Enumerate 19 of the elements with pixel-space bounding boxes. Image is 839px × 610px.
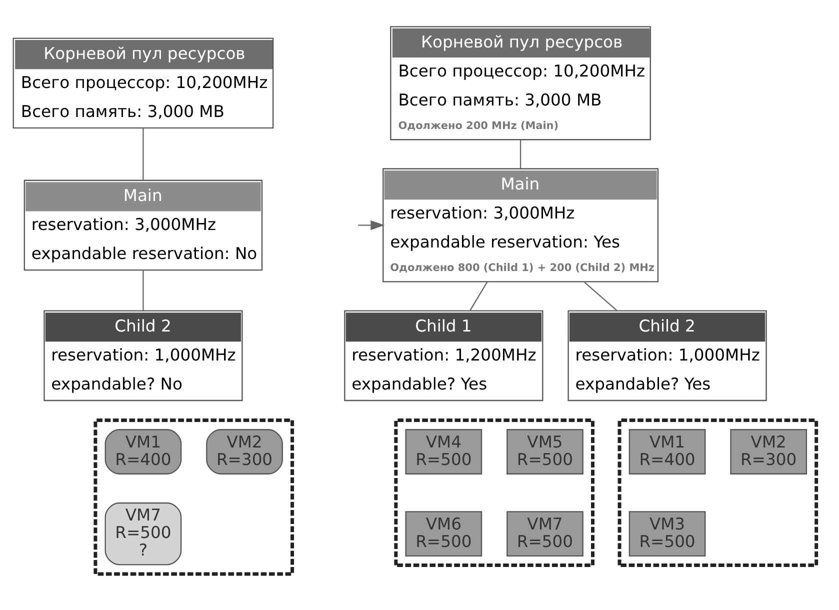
node-box: VM7 R=500 <box>506 511 584 557</box>
connector <box>584 281 618 311</box>
cluster <box>94 418 294 576</box>
node-box: VM7 R=500 ? <box>104 502 182 566</box>
connector <box>470 282 488 311</box>
node-box: VM2 R=300 <box>206 429 283 474</box>
cluster <box>394 418 594 568</box>
node-box: VM4 R=500 <box>405 429 482 474</box>
connector <box>142 128 144 180</box>
connector <box>142 270 144 311</box>
node-box: VM3 R=500 <box>628 511 706 557</box>
node-box: VM6 R=500 <box>405 511 482 557</box>
connector <box>520 140 522 169</box>
arrow <box>358 220 385 230</box>
node-box: VM1 R=400 <box>104 429 182 474</box>
node-box: VM2 R=300 <box>730 429 808 474</box>
node-box: VM1 R=400 <box>628 429 706 474</box>
cluster <box>618 418 818 568</box>
node-box: VM5 R=500 <box>506 429 584 474</box>
